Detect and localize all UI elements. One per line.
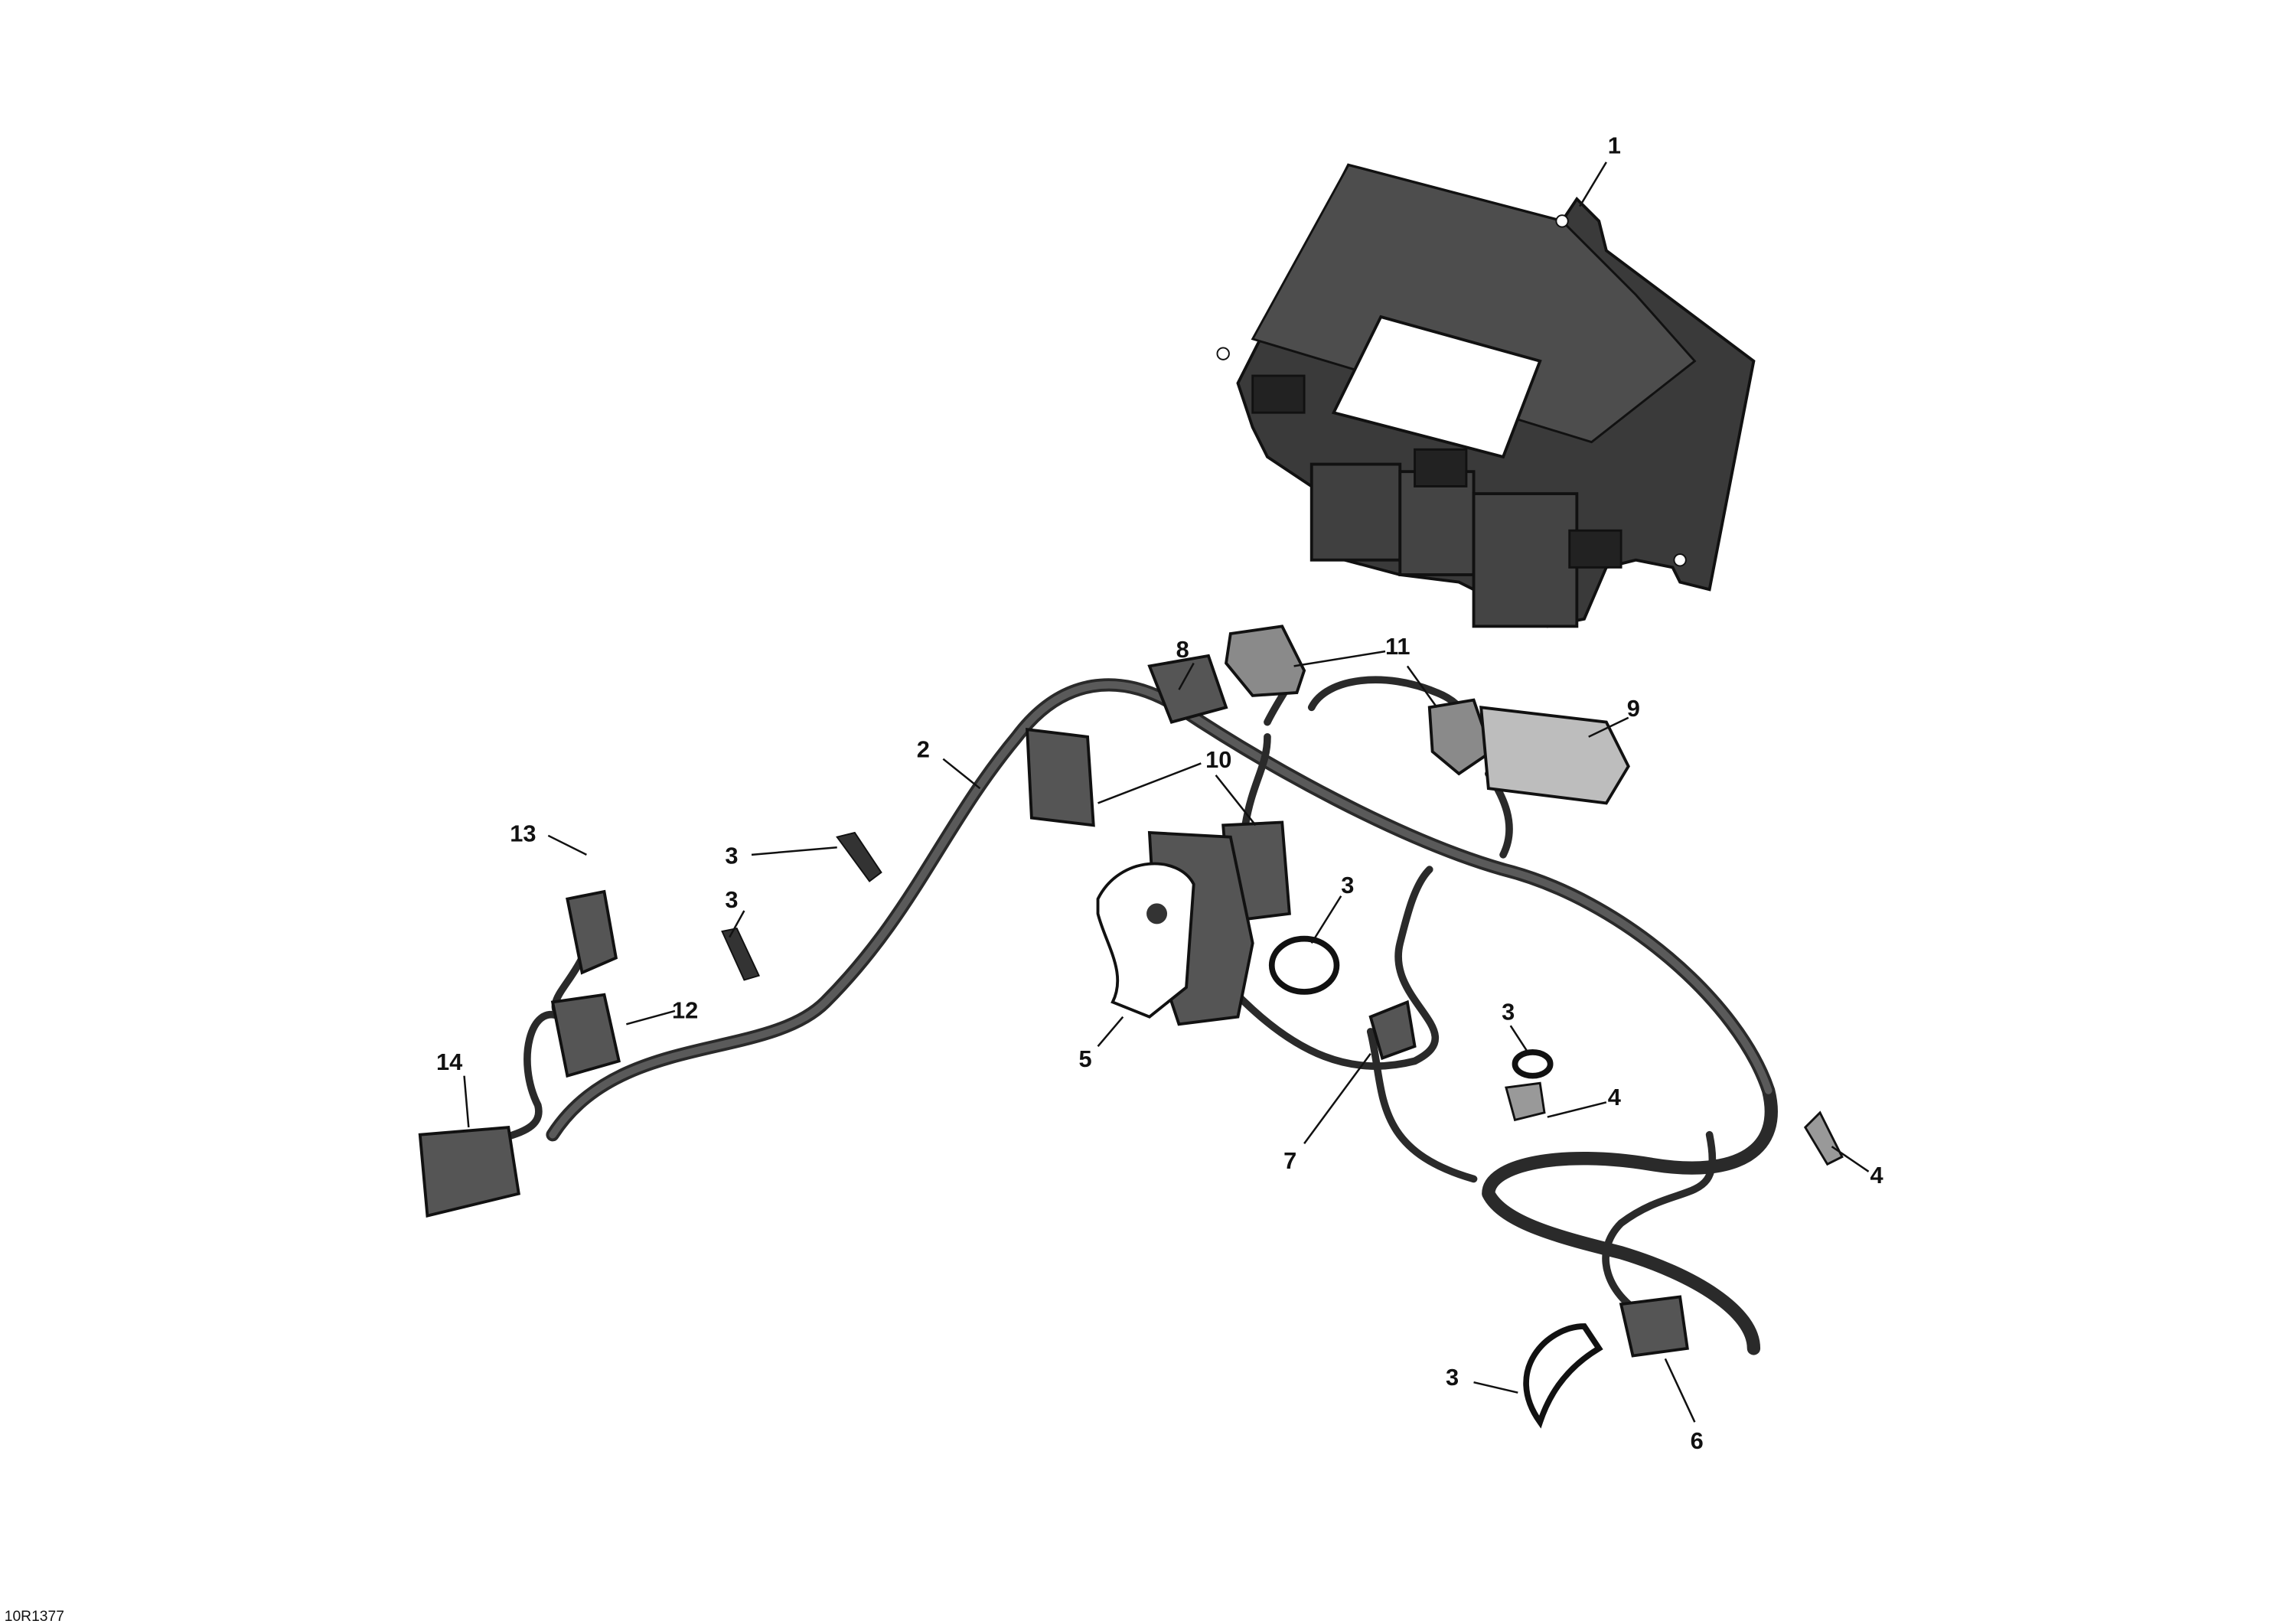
callout-1: 1 [1608,132,1621,158]
ecu-module [1216,163,1756,628]
connector-6 [1619,1295,1689,1358]
callout-7: 7 [1283,1147,1296,1174]
connector-8 [1147,654,1228,724]
connector-14 [418,1125,520,1218]
connector-13 [566,889,618,975]
callout-3: 3 [725,842,738,869]
tie-3e [1523,1323,1603,1429]
tie-3b [721,928,761,981]
tie-3a [836,831,882,882]
callout-4: 4 [1608,1084,1621,1110]
connector-11a [1225,624,1306,697]
callout-6: 6 [1691,1427,1704,1454]
callout-13: 13 [510,820,536,847]
connectors [418,624,1844,1429]
callout-11: 11 [1385,633,1411,660]
reference-code: 10R1377 [5,1609,64,1624]
callout-9: 9 [1627,695,1640,722]
clip-4b [1803,1110,1844,1166]
callout-14: 14 [436,1048,462,1075]
connector-9 [1479,706,1630,805]
clip-4a [1505,1081,1546,1122]
tps-sensor-5 [1096,862,1195,1019]
connector-11b [1427,698,1493,776]
callout-5: 5 [1078,1045,1091,1072]
callout-labels: 1 2 3 3 13 12 14 8 11 9 10 3 5 7 3 4 4 3… [436,132,1883,1454]
connector-12 [550,993,621,1078]
callout-8: 8 [1176,636,1189,663]
callout-12: 12 [672,997,698,1024]
callout-2: 2 [917,736,930,763]
tie-3c [1268,935,1340,995]
callout-10: 10 [1205,746,1231,773]
callout-4: 4 [1870,1162,1883,1189]
callout-3: 3 [1502,999,1515,1026]
callout-3: 3 [1446,1364,1459,1391]
leader-lines [463,161,1870,1423]
tie-3d [1512,1049,1554,1079]
callout-3: 3 [725,886,738,913]
callout-3: 3 [1341,872,1354,898]
connector-10a [1026,727,1095,827]
sensor-7 [1368,1000,1417,1061]
